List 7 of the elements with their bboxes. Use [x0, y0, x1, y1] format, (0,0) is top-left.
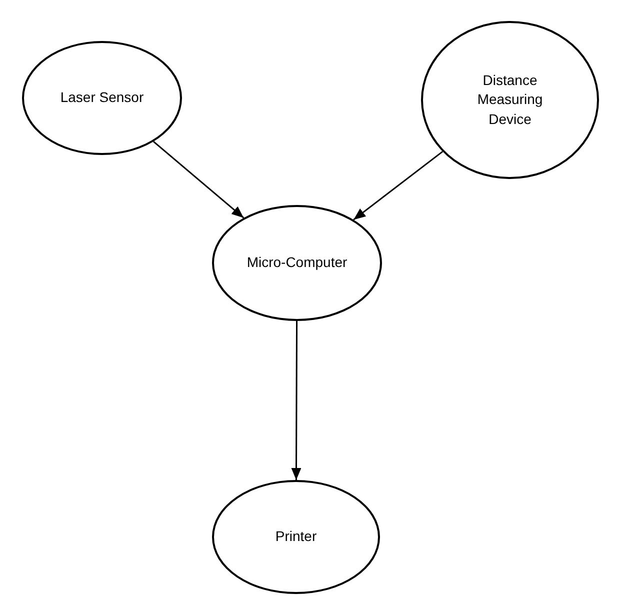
arrow — [153, 141, 244, 218]
arrow — [353, 151, 444, 220]
node-label: Laser Sensor — [60, 88, 144, 108]
node-label: Distance Measuring Device — [476, 70, 544, 129]
arrow — [291, 321, 302, 480]
node-label: Printer — [275, 527, 317, 546]
node-label: Micro-Computer — [246, 253, 348, 272]
